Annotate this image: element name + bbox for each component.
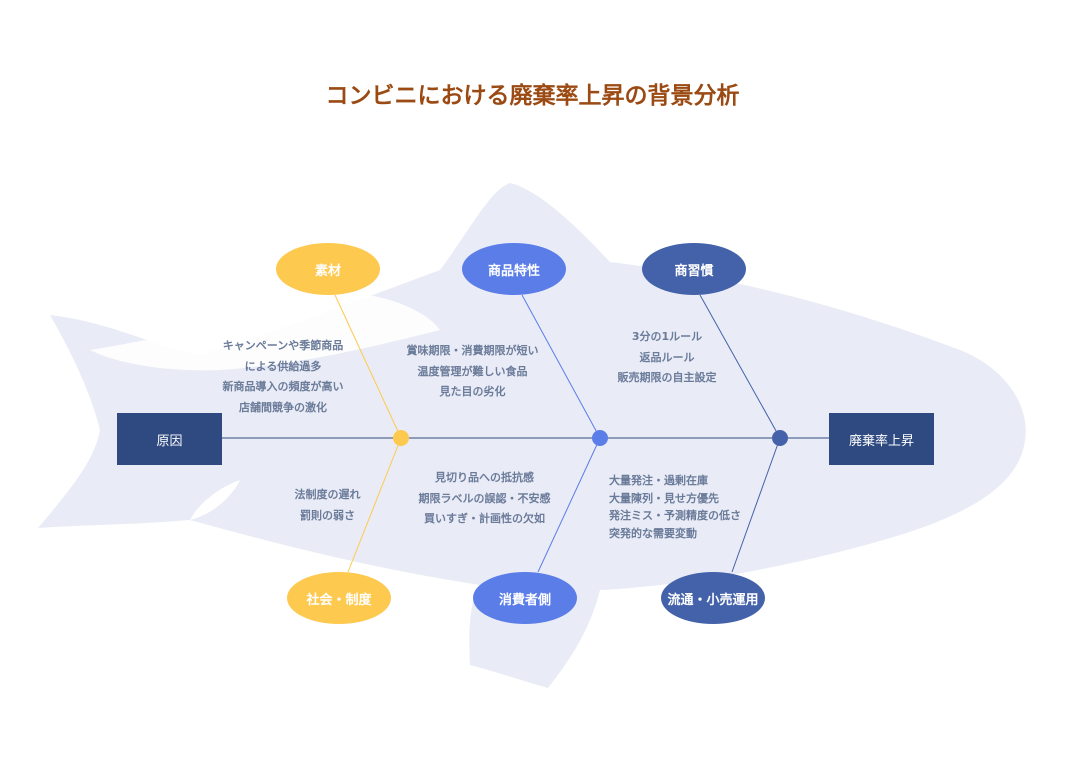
bone-consumer <box>537 437 601 573</box>
joint-blue <box>592 430 608 446</box>
category-retail: 流通・小売運用 <box>661 572 765 624</box>
note: 大量陳列・見せ方優先 <box>609 491 719 505</box>
note: 見切り品への抵抗感 <box>435 471 534 484</box>
fish-gill-cutout <box>90 295 440 371</box>
note: 新商品導入の頻度が高い <box>222 380 344 393</box>
bone-material <box>334 294 402 439</box>
category-product: 商品特性 <box>462 243 566 295</box>
bone-retail <box>731 437 781 573</box>
note: 賞味期限・消費期限が短い <box>406 344 539 357</box>
note: 大量発注・過剰在庫 <box>609 474 708 487</box>
note: 返品ルール <box>639 350 695 364</box>
category-material: 素材 <box>276 243 380 295</box>
bone-society <box>347 437 402 573</box>
note: 罰則の弱さ <box>300 508 355 522</box>
notes-retail: 大量発注・過剰在庫 大量陳列・見せ方優先 発注ミス・予測精度の低さ 突発的な需要… <box>609 472 741 542</box>
category-consumer: 消費者側 <box>473 572 577 624</box>
bone-custom <box>699 294 781 439</box>
note: 温度管理が難しい食品 <box>417 364 528 378</box>
cause-box: 原因 <box>117 413 222 465</box>
bone-product <box>521 294 601 439</box>
fish-belly-cutout <box>190 480 240 520</box>
notes-custom: 3分の1ルール 返品ルール 販売期限の自主設定 <box>612 327 722 389</box>
joint-navy <box>772 430 788 446</box>
category-society: 社会・制度 <box>287 572 391 624</box>
diagram-title: コンビニにおける廃棄率上昇の背景分析 <box>325 83 740 109</box>
category-custom: 商習慣 <box>642 243 746 295</box>
fish-silhouette <box>38 183 1026 688</box>
note: 3分の1ルール <box>631 330 703 343</box>
note: による供給過多 <box>244 359 322 373</box>
note: 販売期限の自主設定 <box>617 371 717 384</box>
note: 発注ミス・予測精度の低さ <box>609 509 741 522</box>
note: 見た目の劣化 <box>439 385 506 398</box>
note: 期限ラベルの誤認・不安感 <box>418 491 551 505</box>
note: 店舗間競争の激化 <box>239 400 327 414</box>
note: 法制度の遅れ <box>294 488 361 501</box>
note: キャンペーンや季節商品 <box>222 339 344 352</box>
note: 買いすぎ・計画性の欠如 <box>424 512 545 525</box>
note: 突発的な需要変動 <box>609 526 697 540</box>
notes-product: 賞味期限・消費期限が短い 温度管理が難しい食品 見た目の劣化 <box>400 341 545 403</box>
notes-society: 法制度の遅れ 罰則の弱さ <box>285 485 370 526</box>
notes-consumer: 見切り品への抵抗感 期限ラベルの誤認・不安感 買いすぎ・計画性の欠如 <box>412 468 557 530</box>
effect-box: 廃棄率上昇 <box>829 413 934 465</box>
joint-yellow <box>393 430 409 446</box>
notes-material: キャンペーンや季節商品 による供給過多 新商品導入の頻度が高い 店舗間競争の激化 <box>218 336 348 418</box>
